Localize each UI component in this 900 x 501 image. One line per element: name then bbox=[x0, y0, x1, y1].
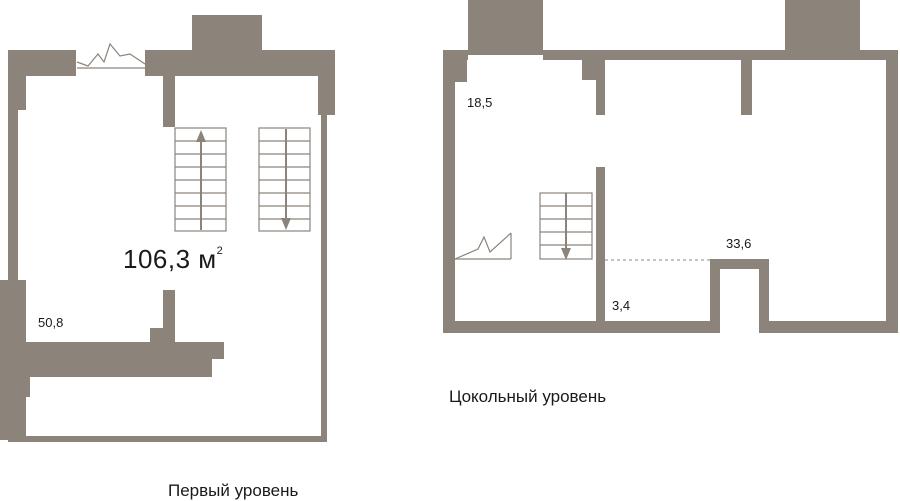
chimney-block bbox=[192, 15, 262, 55]
interior-wall bbox=[20, 377, 30, 397]
room-area-label: 50,8 bbox=[38, 315, 64, 330]
wall bbox=[443, 321, 720, 333]
balcony-door bbox=[76, 42, 146, 67]
wall bbox=[468, 0, 543, 55]
total-area-unit-exponent: 2 bbox=[216, 245, 224, 257]
wall bbox=[8, 110, 18, 440]
interior-wall bbox=[596, 167, 605, 321]
room-area-label: 3,4 bbox=[612, 298, 631, 313]
basement-stairs bbox=[539, 192, 593, 260]
interior-wall bbox=[710, 259, 720, 333]
interior-wall bbox=[710, 259, 769, 269]
chimney-block bbox=[785, 0, 860, 55]
interior-wall bbox=[150, 328, 175, 343]
basement-level-plan bbox=[443, 0, 898, 333]
wall bbox=[443, 50, 468, 60]
room-area-label: 33,6 bbox=[726, 236, 752, 251]
stairs-up bbox=[174, 127, 227, 232]
interior-wall bbox=[10, 359, 212, 377]
wall bbox=[321, 115, 327, 438]
interior-wall bbox=[10, 342, 224, 359]
basement-level-caption: Цокольный уровень bbox=[449, 387, 607, 406]
wall bbox=[769, 321, 898, 333]
wall bbox=[886, 50, 898, 333]
interior-wall bbox=[163, 290, 175, 340]
wall bbox=[443, 50, 455, 333]
first-level-plan bbox=[0, 15, 335, 442]
wall bbox=[8, 50, 26, 110]
wall bbox=[8, 436, 327, 442]
room-area-label: 18,5 bbox=[467, 95, 493, 110]
interior-wall bbox=[741, 60, 752, 115]
wall bbox=[543, 50, 898, 60]
total-area-label: 106,3 м2 bbox=[123, 244, 223, 275]
wall bbox=[455, 60, 467, 82]
interior-wall bbox=[163, 70, 175, 127]
interior-wall bbox=[596, 60, 605, 115]
wall bbox=[318, 50, 335, 115]
stairs-down bbox=[258, 127, 311, 232]
total-area-value: 106,3 м bbox=[123, 244, 217, 274]
window-symbol bbox=[454, 232, 512, 260]
interior-wall bbox=[759, 259, 769, 333]
first-level-caption: Первый уровень bbox=[168, 481, 299, 500]
